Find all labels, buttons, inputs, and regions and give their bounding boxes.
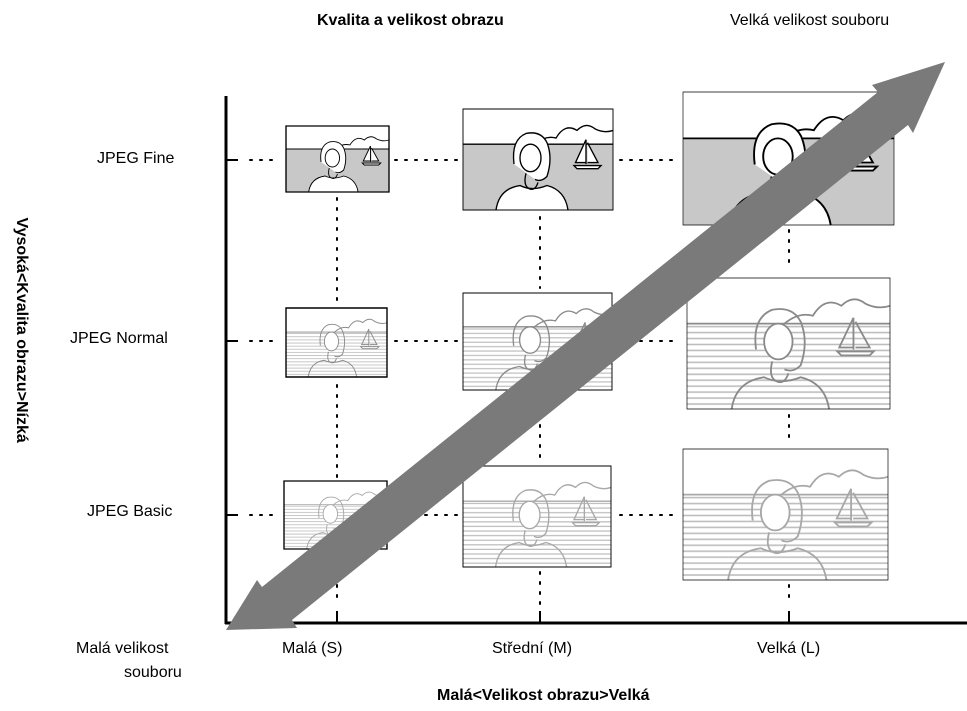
thumb-normal-large — [687, 278, 890, 409]
large-file-size-label: Velká velikost souboru — [730, 12, 890, 29]
row-label-basic: JPEG Basic — [87, 503, 173, 520]
row-label-fine: JPEG Fine — [97, 150, 175, 167]
thumb-basic-medium — [463, 466, 611, 567]
row-label-normal: JPEG Normal — [70, 330, 168, 347]
thumb-basic-large — [683, 449, 888, 580]
thumb-fine-small — [286, 126, 389, 192]
file-size-arrow — [226, 62, 945, 630]
y-axis-title: Vysoká<Kvalita obrazu>Nízká — [13, 217, 30, 443]
small-file-size-label-line1: Malá velikost — [76, 640, 169, 657]
x-axis-title: Malá<Velikost obrazu>Velká — [437, 687, 650, 704]
thumb-normal-small — [286, 308, 387, 377]
column-label-large: Velká (L) — [757, 640, 821, 657]
column-label-small: Malá (S) — [282, 640, 343, 657]
small-file-size-label-line2: souboru — [124, 664, 182, 681]
column-label-medium: Střední (M) — [492, 640, 573, 657]
thumb-fine-medium — [463, 109, 613, 210]
diagram-title: Kvalita a velikost obrazu — [317, 12, 504, 29]
